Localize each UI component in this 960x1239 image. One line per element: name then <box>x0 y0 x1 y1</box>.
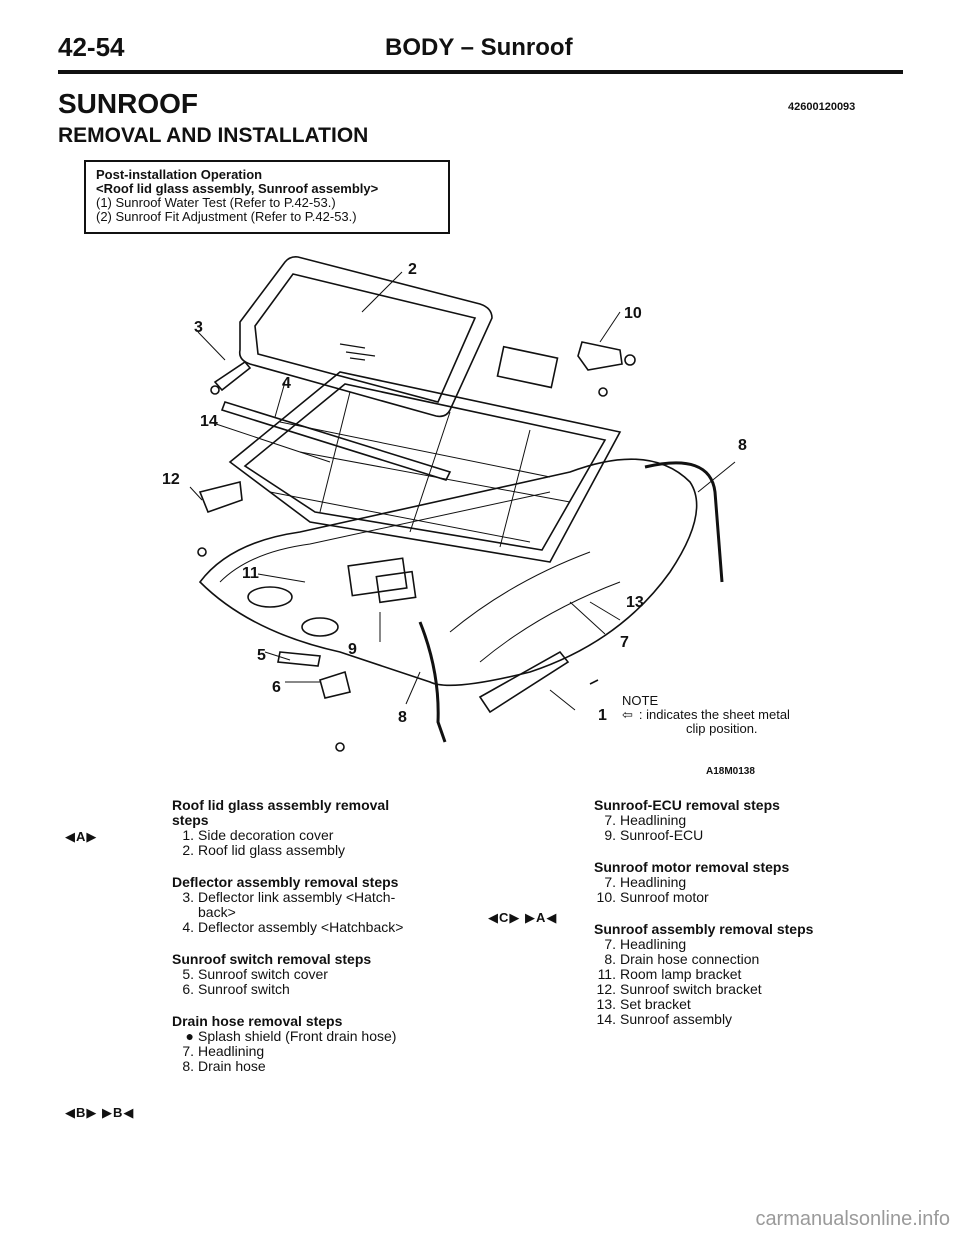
step-item: 2.Roof lid glass assembly <box>182 842 346 858</box>
callout-2: 2 <box>408 261 417 278</box>
group-title: Deflector assembly removal steps <box>172 874 399 890</box>
page-header-title: BODY – Sunroof <box>385 34 573 61</box>
group-title-cont: steps <box>172 812 209 828</box>
headlining-drawing <box>198 458 698 687</box>
post-op-line-2: (2) Sunroof Fit Adjustment (Refer to P.4… <box>96 209 357 224</box>
diagram-note: NOTE ⇦ : indicates the sheet metal clip … <box>622 694 790 736</box>
step-item: 14.Sunroof assembly <box>596 1011 733 1027</box>
deflector-drawing <box>220 401 452 481</box>
step-item: 10.Sunroof motor <box>596 889 709 905</box>
deflector-link-drawing <box>210 360 252 395</box>
side-decoration-cover-drawing <box>478 650 599 714</box>
note-label: NOTE <box>622 693 659 708</box>
switch-and-cover-drawing <box>277 651 351 752</box>
step-item: 8.Drain hose connection <box>604 951 760 967</box>
step-item: ●Splash shield (Front drain hose) <box>185 1028 397 1044</box>
step-item: 5.Sunroof switch cover <box>182 966 328 982</box>
section-code: 42600120093 <box>788 101 856 113</box>
group-title: Drain hose removal steps <box>172 1013 343 1029</box>
step-item: 7.Headlining <box>604 874 687 890</box>
step-item: 11.Room lamp bracket <box>597 966 742 982</box>
header-rule <box>58 70 903 74</box>
sunroof-exploded-diagram: 2 10 3 4 14 8 12 11 13 9 7 5 6 8 1 <box>162 256 747 752</box>
post-op-line-1: (1) Sunroof Water Test (Refer to P.42-53… <box>96 195 336 210</box>
left-procedure-column: Roof lid glass assembly removal steps 1.… <box>172 798 472 1091</box>
post-installation-box: Post-installation Operation <Roof lid gl… <box>84 160 450 234</box>
sunroof-motor-drawing <box>577 341 636 397</box>
switch-bracket-drawing <box>197 481 243 557</box>
subsection-title: REMOVAL AND INSTALLATION <box>58 124 369 147</box>
page-number: 42-54 <box>58 32 125 62</box>
callout-4: 4 <box>282 375 291 392</box>
group-title: Sunroof switch removal steps <box>172 951 372 967</box>
note-text-2: clip position. <box>686 721 758 736</box>
group-title: Sunroof motor removal steps <box>594 859 790 875</box>
note-text-1: : indicates the sheet metal <box>638 707 790 722</box>
callout-7: 7 <box>620 634 629 651</box>
post-op-subheading: <Roof lid glass assembly, Sunroof assemb… <box>96 181 379 196</box>
sunroof-frame-drawing <box>228 345 622 563</box>
step-item: 13.Set bracket <box>596 996 691 1012</box>
clip-arrow-icon: ⇦ <box>622 707 633 722</box>
step-item: 7.Headlining <box>604 936 687 952</box>
sunroof-assembly-group: Sunroof assembly removal steps 7.Headlin… <box>594 922 894 1027</box>
callout-1: 1 <box>598 707 607 724</box>
leader-lines <box>189 271 736 711</box>
callout-13: 13 <box>626 594 644 611</box>
sunroof-ecu-group: Sunroof-ECU removal steps 7.Headlining 9… <box>594 798 894 843</box>
roof-lid-glass-group: Roof lid glass assembly removal steps 1.… <box>172 798 472 858</box>
step-item: 4.Deflector assembly <Hatchback> <box>182 919 404 935</box>
callout-3: 3 <box>194 319 203 336</box>
deflector-group: Deflector assembly removal steps 3.Defle… <box>172 875 472 935</box>
drain-hose-drawing <box>418 461 724 743</box>
footer-watermark[interactable]: carmanualsonline.info <box>755 1208 950 1230</box>
callout-5: 5 <box>257 647 266 664</box>
callout-12: 12 <box>162 471 180 488</box>
step-item: 7.Headlining <box>182 1043 265 1059</box>
marker-a: ◀A▶ <box>65 829 98 844</box>
sunroof-motor-group: Sunroof motor removal steps 7.Headlining… <box>594 860 894 905</box>
marker-c: ◀C▶ ▶A◀ <box>488 910 558 925</box>
callout-6: 6 <box>272 679 281 696</box>
post-op-heading: Post-installation Operation <box>96 167 263 182</box>
figure-code: A18M0138 <box>706 766 755 777</box>
step-item: 8.Drain hose <box>182 1058 266 1074</box>
section-title: SUNROOF <box>58 88 198 119</box>
callout-11: 11 <box>242 565 259 582</box>
roof-lid-glass-drawing <box>238 256 493 418</box>
group-title: Sunroof assembly removal steps <box>594 921 814 937</box>
step-item-cont: back> <box>198 904 236 920</box>
step-item: 9.Sunroof-ECU <box>604 827 704 843</box>
group-title: Roof lid glass assembly removal <box>172 797 390 813</box>
drain-hose-group: Drain hose removal steps ●Splash shield … <box>172 1014 472 1074</box>
marker-b: ◀B▶ ▶B◀ <box>65 1105 135 1120</box>
step-item: 12.Sunroof switch bracket <box>596 981 762 997</box>
step-item: 3.Deflector link assembly <Hatch- <box>182 889 396 905</box>
step-item: 1.Side decoration cover <box>182 827 334 843</box>
callout-10: 10 <box>624 305 642 322</box>
step-item: 6.Sunroof switch <box>182 981 290 997</box>
callout-8-left: 8 <box>398 709 407 726</box>
callout-14: 14 <box>200 413 218 430</box>
sunroof-ecu-drawing <box>347 557 417 604</box>
step-item: 7.Headlining <box>604 812 687 828</box>
right-procedure-column: Sunroof-ECU removal steps 7.Headlining 9… <box>594 798 894 1044</box>
callout-8-right: 8 <box>738 437 747 454</box>
group-title: Sunroof-ECU removal steps <box>594 797 780 813</box>
sunroof-switch-group: Sunroof switch removal steps 5.Sunroof s… <box>172 952 472 997</box>
callout-9: 9 <box>348 641 357 658</box>
